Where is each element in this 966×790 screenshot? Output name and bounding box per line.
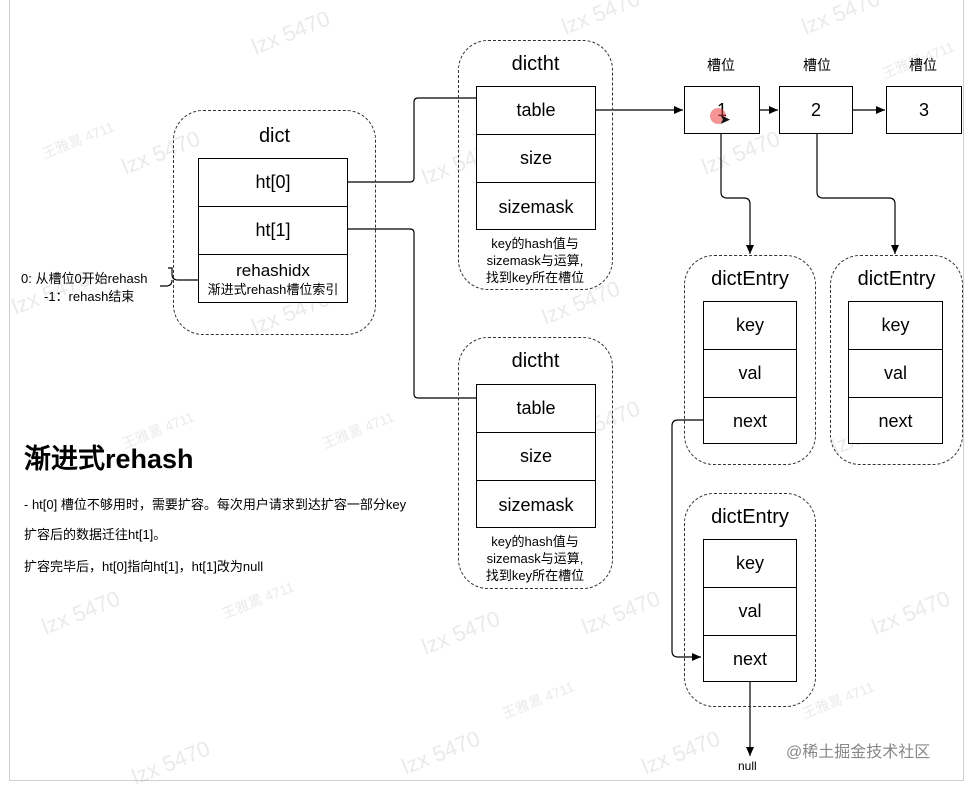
dictentry-2-struct: key val next xyxy=(848,301,943,444)
dictentry-1-title: dictEntry xyxy=(711,268,789,290)
dictht-top-note-line: key的hash值与 xyxy=(491,236,579,251)
slot-1: 1 xyxy=(684,86,760,134)
slot-2: 2 xyxy=(779,86,853,134)
edge-ht0-dictht xyxy=(348,97,476,183)
slot-label-2: 槽位 xyxy=(803,57,831,73)
dict-title: dict xyxy=(258,125,291,147)
edge-entry1-next xyxy=(671,419,703,661)
dictht-top-group: dictht xyxy=(458,40,613,290)
cursor-highlight xyxy=(710,108,726,124)
slot-label-3: 槽位 xyxy=(909,57,937,73)
dictht-bottom-note-line: sizemask与运算, xyxy=(486,551,584,566)
dict-group: dict xyxy=(173,110,376,335)
source-badge: @稀土掘金技术社区 xyxy=(786,744,931,761)
slot-label-1: 槽位 xyxy=(707,57,735,73)
dictentry-3-title: dictEntry xyxy=(711,506,789,528)
dict-struct: ht[0] ht[1] rehashidx 渐进式rehash槽位索引 xyxy=(198,158,348,303)
dictht-bottom-note-line: key的hash值与 xyxy=(491,534,579,549)
dictht-bottom-note-line: 找到key所在槽位 xyxy=(485,568,585,583)
dict-cell-ht1: ht[1] xyxy=(199,207,347,255)
dictentry-2-title: dictEntry xyxy=(857,268,936,290)
dictentry-1-next: next xyxy=(732,411,768,431)
dictht-bottom-struct: table size sizemask xyxy=(476,384,596,528)
dictht-bottom-group: dictht xyxy=(458,337,613,589)
dictentry-2-val: val xyxy=(849,350,942,398)
dictentry-3-struct: key val next xyxy=(703,539,797,682)
dict-cell-rehashidx: rehashidx 渐进式rehash槽位索引 xyxy=(199,255,347,304)
dictht-top-note-line: 找到key所在槽位 xyxy=(485,270,585,285)
dictentry-2-next: next xyxy=(878,411,913,431)
section-title: 渐进式rehash xyxy=(24,444,194,474)
section-line-1: - ht[0] 槽位不够用时，需要扩容。每次用户请求到达扩容一部分key xyxy=(24,497,407,512)
dictentry-1-key: key xyxy=(704,302,796,350)
rehashidx-label: rehashidx xyxy=(236,260,310,280)
dictht-bottom-size: size xyxy=(477,433,595,481)
dictentry-3-val: val xyxy=(704,588,796,636)
dictentry-3-next: next xyxy=(732,649,768,669)
dict-cell-ht0: ht[0] xyxy=(199,159,347,207)
dictht-top-table: table xyxy=(477,87,595,135)
rehashidx-note-1: -1：rehash结束 xyxy=(44,289,135,304)
dictht-bottom-title: dictht xyxy=(511,350,560,372)
section-line-2: 扩容后的数据迁往ht[1]。 xyxy=(24,527,167,542)
dictentry-2-group: dictEntry xyxy=(830,255,963,465)
dictht-top-title: dictht xyxy=(511,53,560,75)
dictht-top-note: key的hash值与 sizemask与运算, 找到key所在槽位 xyxy=(460,235,610,286)
dictht-bottom-sizemask: sizemask xyxy=(498,494,574,515)
dictentry-3-group: dictEntry xyxy=(684,493,816,707)
dictentry-1-group: dictEntry xyxy=(684,255,816,465)
section-line-3: 扩容完毕后，ht[0]指向ht[1]，ht[1]改为null xyxy=(24,559,264,574)
dictht-top-struct: table size sizemask xyxy=(476,86,596,230)
dictentry-1-val: val xyxy=(704,350,796,398)
canvas-frame xyxy=(9,0,964,781)
rehashidx-note-0: 0: 从槽位0开始rehash xyxy=(21,271,148,286)
cursor-icon: ➤ xyxy=(719,111,731,127)
null-label: null xyxy=(738,759,757,773)
edge-slot1-entry1 xyxy=(720,134,754,254)
dictentry-2-key: key xyxy=(849,302,942,350)
dictentry-3-key: key xyxy=(704,540,796,588)
dictentry-1-struct: key val next xyxy=(703,301,797,444)
edge-slot2-entry2 xyxy=(816,134,899,254)
dictht-top-note-line: sizemask与运算, xyxy=(486,253,584,268)
edge-ht1-dictht xyxy=(348,228,476,399)
rehashidx-desc: 渐进式rehash槽位索引 xyxy=(207,281,339,297)
slot-3: 3 xyxy=(886,86,962,134)
dictht-top-sizemask: sizemask xyxy=(498,196,574,217)
dictht-top-size: size xyxy=(477,135,595,183)
dictht-bottom-table: table xyxy=(477,385,595,433)
dictht-bottom-note: key的hash值与 sizemask与运算, 找到key所在槽位 xyxy=(460,533,610,584)
